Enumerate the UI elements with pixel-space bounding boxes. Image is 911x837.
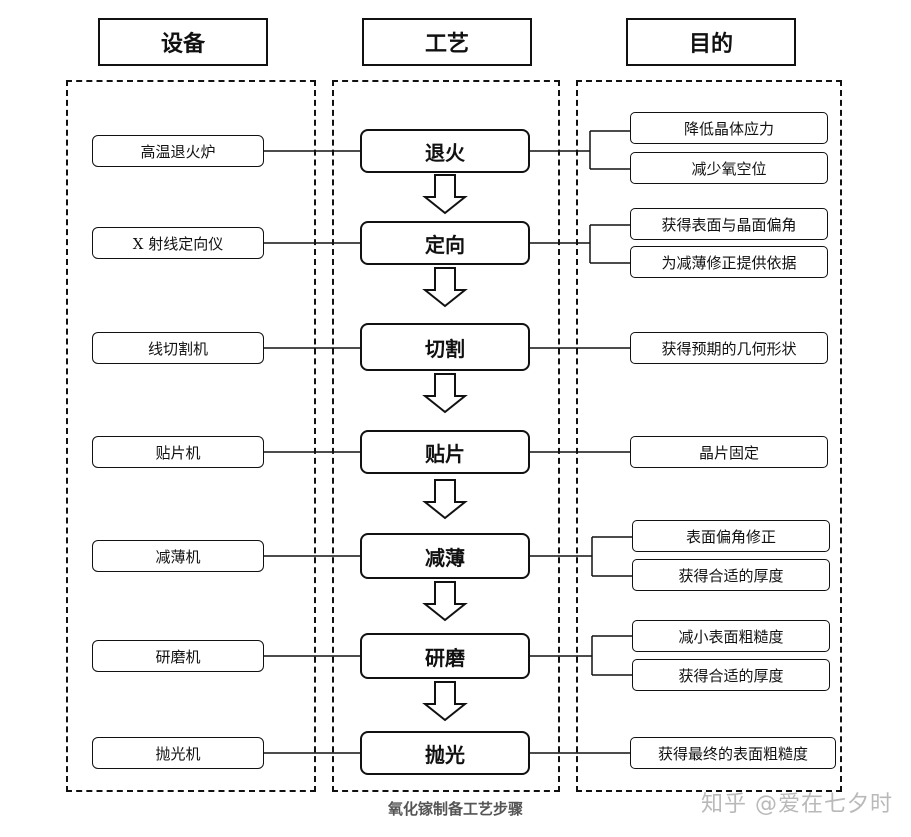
- purpose-box: 获得预期的几何形状: [630, 332, 828, 364]
- equipment-box: 贴片机: [92, 436, 264, 468]
- down-arrow-icon: [422, 267, 468, 308]
- purpose-box: 获得表面与晶面偏角: [630, 208, 828, 240]
- header-purpose: 目的: [626, 18, 796, 66]
- process-step-box: 贴片: [360, 430, 530, 474]
- purpose-box: 晶片固定: [630, 436, 828, 468]
- figure-caption: 氧化镓制备工艺步骤: [387, 800, 523, 818]
- process-step-box: 退火: [360, 129, 530, 173]
- header-process: 工艺: [362, 18, 532, 66]
- purpose-box: 减少氧空位: [630, 152, 828, 184]
- process-step-box: 减薄: [360, 533, 530, 579]
- purpose-box: 为减薄修正提供依据: [630, 246, 828, 278]
- purpose-box: 降低晶体应力: [630, 112, 828, 144]
- equipment-box: X 射线定向仪: [92, 227, 264, 259]
- purpose-box: 表面偏角修正: [632, 520, 830, 552]
- process-step-box: 研磨: [360, 633, 530, 679]
- header-equipment: 设备: [98, 18, 268, 66]
- down-arrow-icon: [422, 681, 468, 722]
- down-arrow-icon: [422, 479, 468, 520]
- purpose-box: 获得合适的厚度: [632, 659, 830, 691]
- process-step-box: 定向: [360, 221, 530, 265]
- equipment-panel: [66, 80, 316, 792]
- equipment-box: 线切割机: [92, 332, 264, 364]
- equipment-box: 高温退火炉: [92, 135, 264, 167]
- equipment-box: 研磨机: [92, 640, 264, 672]
- process-step-box: 切割: [360, 323, 530, 371]
- down-arrow-icon: [422, 174, 468, 215]
- process-panel: [332, 80, 560, 792]
- watermark: 知乎 @爱在七夕时: [701, 792, 893, 817]
- down-arrow-icon: [422, 581, 468, 622]
- equipment-box: 减薄机: [92, 540, 264, 572]
- purpose-box: 减小表面粗糙度: [632, 620, 830, 652]
- down-arrow-icon: [422, 373, 468, 414]
- purpose-box: 获得最终的表面粗糙度: [630, 737, 836, 769]
- equipment-box: 抛光机: [92, 737, 264, 769]
- process-step-box: 抛光: [360, 731, 530, 775]
- purpose-box: 获得合适的厚度: [632, 559, 830, 591]
- purpose-panel: [576, 80, 842, 792]
